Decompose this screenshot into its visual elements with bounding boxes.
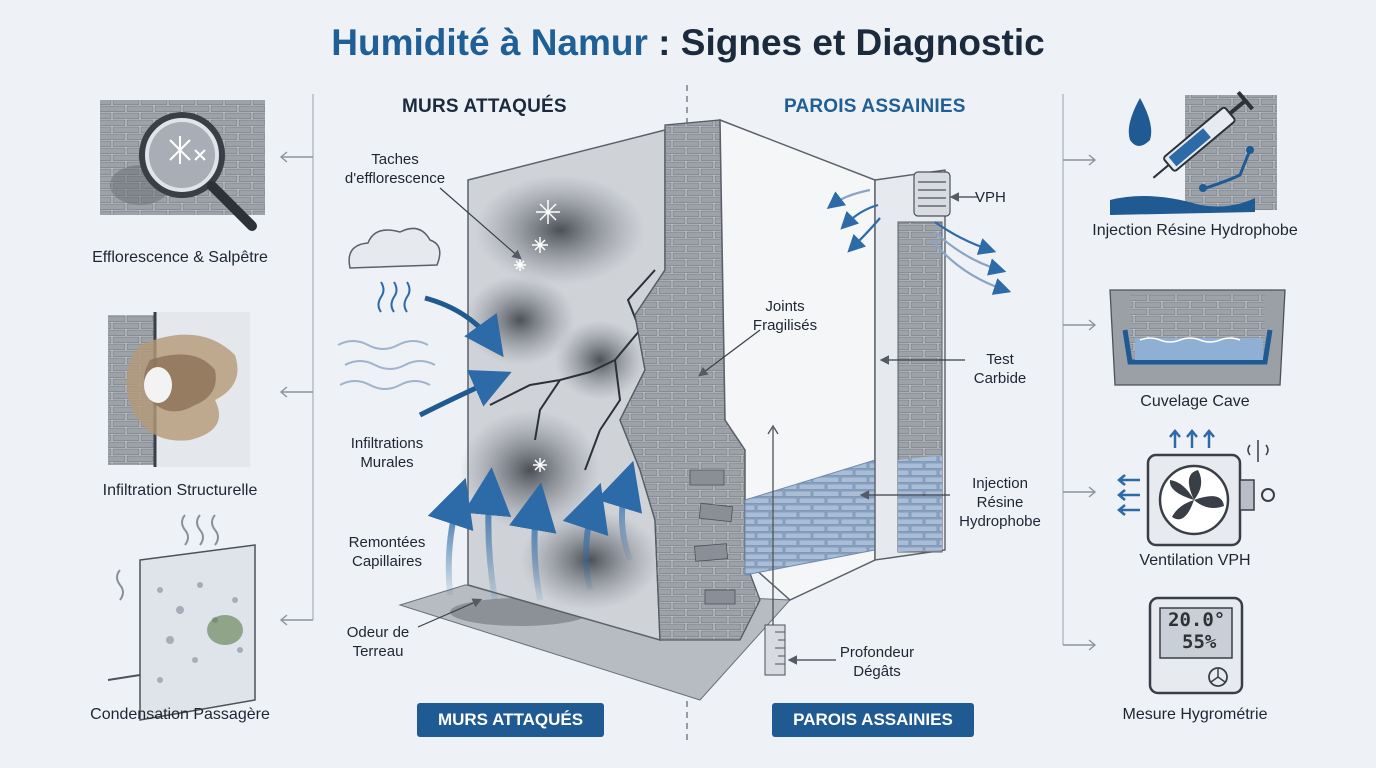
hygrometer-humidity: 55%: [1182, 631, 1217, 653]
callout-injection: Injection Résine Hydrophobe: [959, 475, 1041, 530]
title-highlight: Humidité à Namur: [331, 22, 648, 63]
callout-taches: Taches d'efflorescence: [344, 151, 446, 187]
injection-label: Injection Résine Hydrophobe: [1092, 222, 1298, 239]
callout-test-carbide: Test Carbide: [973, 351, 1027, 387]
callout-odeur: Odeur de Terreau: [346, 624, 410, 660]
hygrometer-icon: [1148, 596, 1244, 695]
efflorescence-label: Efflorescence & Salpêtre: [92, 249, 268, 266]
cuvelage-label: Cuvelage Cave: [1140, 393, 1250, 410]
infiltration-label: Infiltration Structurelle: [102, 482, 258, 499]
magnifier-brick-icon: [100, 100, 265, 231]
condensation-window-icon: [107, 514, 256, 721]
title-rest: : Signes et Diagnostic: [647, 22, 1045, 63]
header-murs-attaques: MURS ATTAQUÉS: [402, 96, 567, 117]
condensation-label: Condensation Passagère: [90, 706, 270, 723]
syringe-water-drop-icon: [1110, 90, 1277, 215]
water-stain-wall-icon: [108, 312, 250, 467]
basement-tank-icon: [1109, 289, 1286, 386]
pill-parois-assainies: PAROIS ASSAINIES: [772, 703, 974, 737]
callout-infiltrations: Infiltrations Murales: [350, 435, 424, 471]
ventilation-label: Ventilation VPH: [1139, 552, 1251, 569]
pill-murs-attaques: MURS ATTAQUÉS: [417, 703, 604, 737]
header-parois-assainies: PAROIS ASSAINIES: [784, 96, 966, 117]
hygrometrie-label: Mesure Hygrométrie: [1122, 706, 1268, 723]
page-title: Humidité à Namur : Signes et Diagnostic: [0, 22, 1376, 64]
ventilation-fan-icon: [1117, 429, 1275, 547]
callout-profondeur: Profondeur Dégâts: [839, 644, 915, 680]
callout-joints: Joints Fragilisés: [752, 298, 818, 334]
callout-remontees: Remontées Capillaires: [348, 534, 426, 570]
hygrometer-temp: 20.0°: [1168, 609, 1226, 631]
callout-vph: VPH: [975, 189, 1006, 206]
